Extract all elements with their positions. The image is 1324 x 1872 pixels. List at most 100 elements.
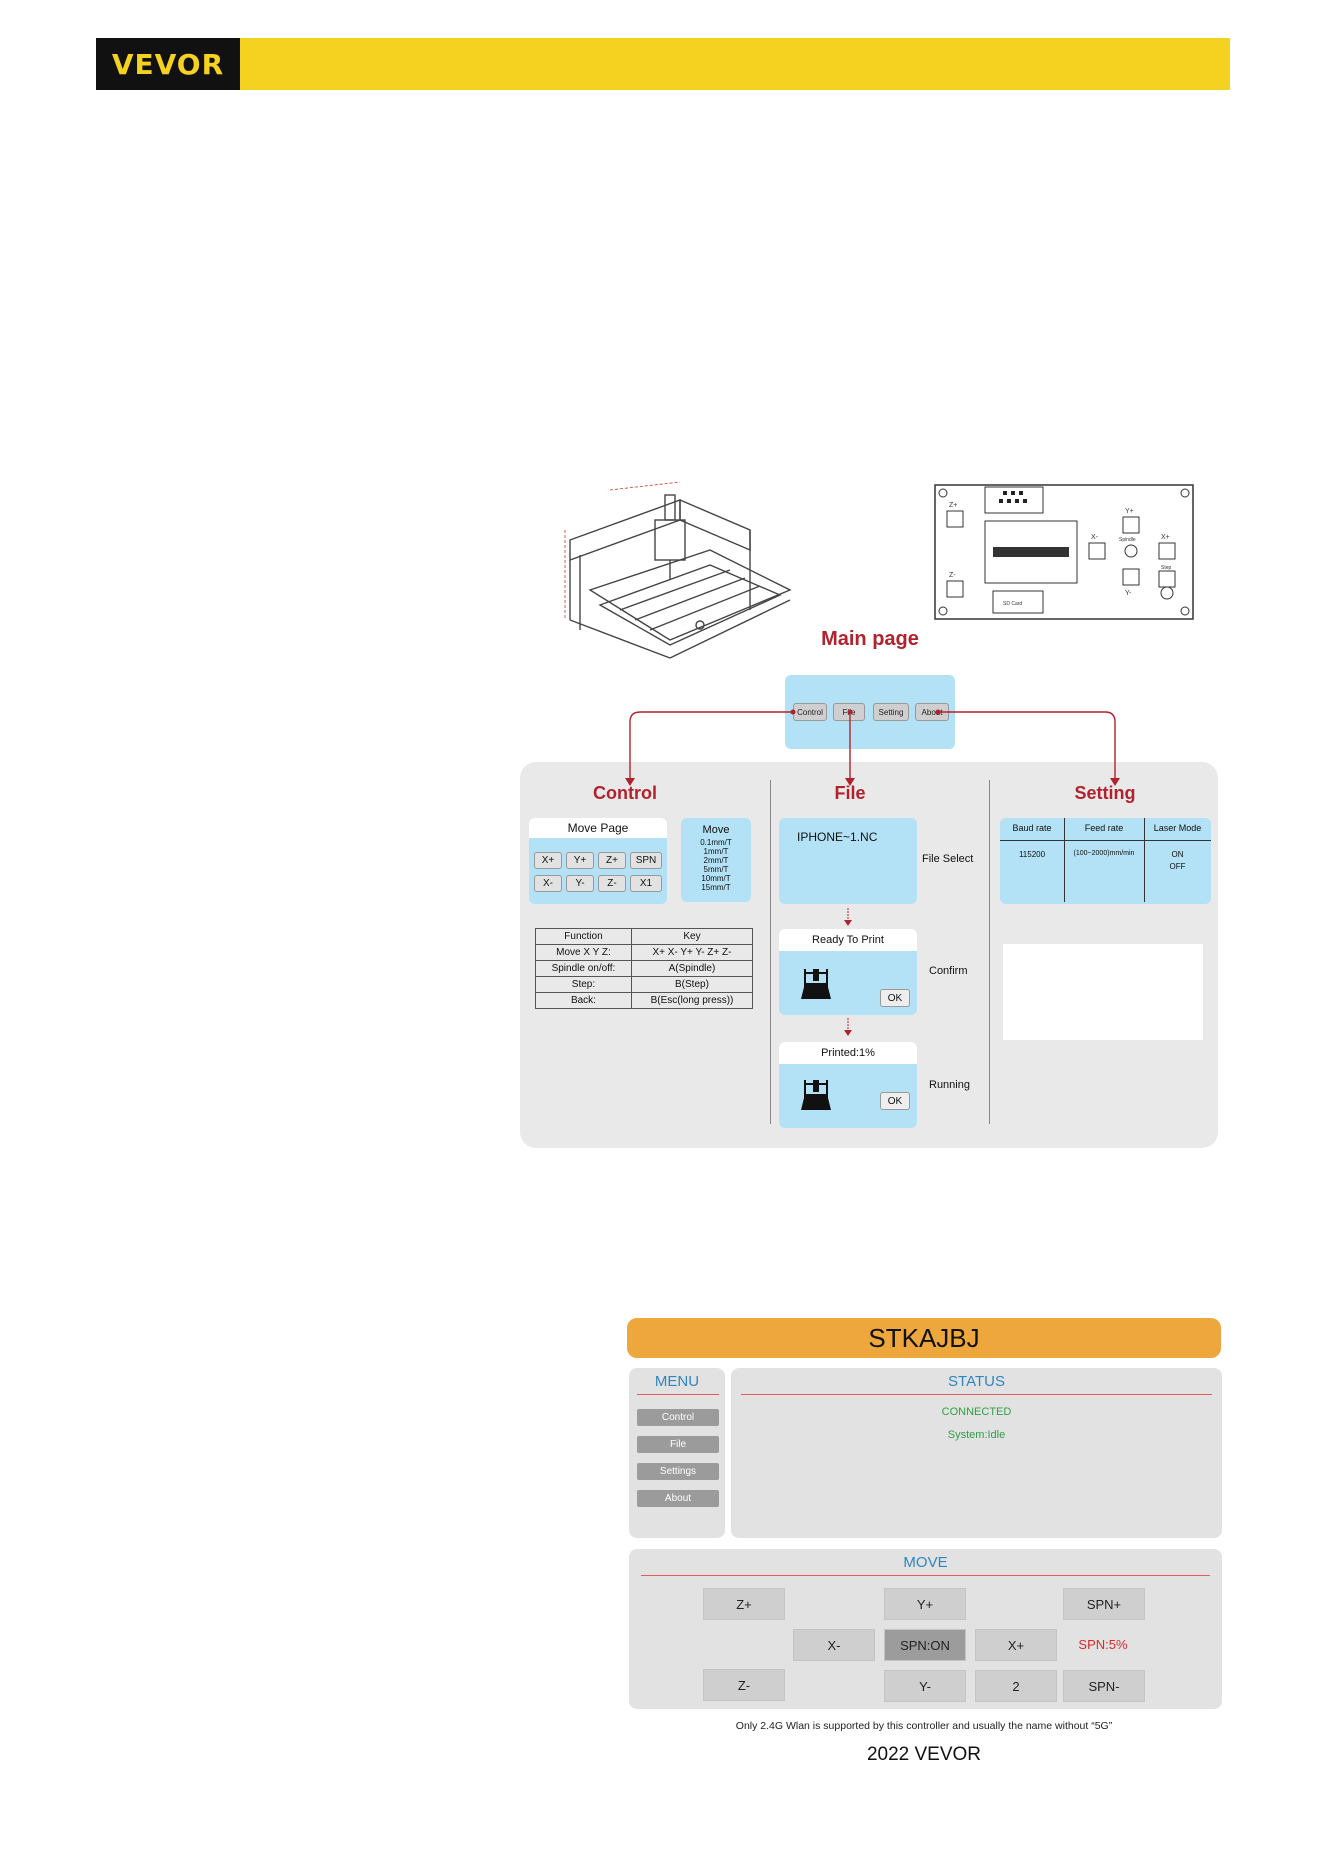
main-nav-control[interactable]: Control <box>793 703 827 721</box>
table-row: Spindle on/off: A(Spindle) <box>535 960 754 977</box>
table-row: Move X Y Z: X+ X- Y+ Y- Z+ Z- <box>535 944 754 961</box>
copyright: 2022 VEVOR <box>866 1744 982 1765</box>
menu-settings-button[interactable]: Settings <box>637 1463 719 1480</box>
file-name[interactable]: IPHONE~1.NC <box>797 830 878 844</box>
laser-on-option[interactable]: ON <box>1171 850 1184 859</box>
spindle-speed-readout: SPN:5% <box>1078 1636 1128 1652</box>
key-spn[interactable]: SPN <box>630 852 662 869</box>
board-label: Spindle <box>1119 537 1136 543</box>
key-x1[interactable]: X1 <box>630 875 662 892</box>
move-page-screen: Move Page X+ Y+ Z+ SPN X- Y- Z- X1 <box>529 818 667 904</box>
board-label: X- <box>1091 534 1099 541</box>
menu-title: MENU <box>654 1373 700 1390</box>
header-band <box>96 38 1230 90</box>
table-cell: Spindle on/off: <box>535 960 632 977</box>
setting-blank-area <box>1003 944 1203 1040</box>
vevor-logo: VEVOR <box>96 38 240 90</box>
spindle-toggle-button[interactable]: SPN:ON <box>884 1629 966 1661</box>
system-status: System:Idle <box>947 1429 1006 1441</box>
ok-button[interactable]: OK <box>880 989 910 1007</box>
y-minus-button[interactable]: Y- <box>884 1670 966 1702</box>
move-speed-item: 10mm/T <box>701 874 731 883</box>
board-label: Y+ <box>1125 508 1134 515</box>
table-cell: Move X Y Z: <box>535 944 632 961</box>
running-screen: Printed:1% OK <box>779 1042 917 1128</box>
menu-file-button[interactable]: File <box>637 1436 719 1453</box>
board-label: Y- <box>1125 590 1132 597</box>
ok-button[interactable]: OK <box>880 1092 910 1110</box>
connection-status: CONNECTED <box>941 1406 1012 1418</box>
key-x-plus[interactable]: X+ <box>534 852 562 869</box>
main-nav-about[interactable]: About <box>915 703 949 721</box>
confirm-title: Ready To Print <box>779 929 917 951</box>
move-speed-item: 5mm/T <box>703 865 729 874</box>
z-minus-button[interactable]: Z- <box>703 1669 785 1701</box>
main-page-menu: Control File Setting About <box>785 675 955 749</box>
setting-screen: Baud rate Feed rate Laser Mode 115200 (1… <box>1000 818 1211 904</box>
z-plus-button[interactable]: Z+ <box>703 1588 785 1620</box>
table-cell: B(Esc(long press)) <box>630 992 754 1009</box>
setting-title: Setting <box>1074 783 1136 803</box>
laser-off-option[interactable]: OFF <box>1169 862 1186 871</box>
table-header: Function <box>535 928 632 945</box>
table-cell: A(Spindle) <box>630 960 754 977</box>
file-title: File <box>834 783 866 803</box>
menu-control-button[interactable]: Control <box>637 1409 719 1426</box>
board-label: Z- <box>949 572 956 579</box>
wlan-note: Only 2.4G Wlan is supported by this cont… <box>735 1720 1113 1732</box>
move-speed-item: 2mm/T <box>703 856 729 865</box>
board-label: Step <box>1161 565 1172 571</box>
status-panel: STATUS CONNECTED System:Idle <box>731 1368 1222 1538</box>
key-y-minus[interactable]: Y- <box>566 875 594 892</box>
move-box-title: Move <box>702 824 730 836</box>
board-label: SD Card <box>1003 601 1022 607</box>
menu-panel: MENU Control File Settings About <box>629 1368 725 1538</box>
running-title: Printed:1% <box>779 1042 917 1064</box>
move-speed-item: 0.1mm/T <box>700 838 732 847</box>
flow-arrows <box>625 709 1120 786</box>
table-header-row: Function Key <box>535 928 754 945</box>
table-cell: Back: <box>535 992 632 1009</box>
x-minus-button[interactable]: X- <box>793 1629 875 1661</box>
move-panel: MOVE Z+ Y+ SPN+ X- SPN:ON X+ SPN:5% Z- Y… <box>629 1549 1222 1709</box>
baud-rate-value[interactable]: 115200 <box>1018 850 1046 859</box>
spn-minus-button[interactable]: SPN- <box>1063 1670 1145 1702</box>
table-header: Key <box>630 928 754 945</box>
move-page-title: Move Page <box>529 818 667 838</box>
table-row: Back: B(Esc(long press)) <box>535 992 754 1009</box>
table-cell: Step: <box>535 976 632 993</box>
web-ui-title: STKAJBJ <box>627 1318 1221 1358</box>
confirm-screen: Ready To Print OK <box>779 929 917 1015</box>
key-z-minus[interactable]: Z- <box>598 875 626 892</box>
y-plus-button[interactable]: Y+ <box>884 1588 966 1620</box>
arrow-down-icon <box>844 1018 852 1036</box>
move-title: MOVE <box>903 1554 948 1571</box>
move-speed-screen: Move 0.1mm/T 1mm/T 2mm/T 5mm/T 10mm/T 15… <box>681 818 751 902</box>
table-row: Step: B(Step) <box>535 976 754 993</box>
file-select-label: File Select <box>922 853 974 865</box>
spn-plus-button[interactable]: SPN+ <box>1063 1588 1145 1620</box>
move-speed-item: 15mm/T <box>701 883 731 892</box>
board-label: X+ <box>1161 534 1170 541</box>
menu-about-button[interactable]: About <box>637 1490 719 1507</box>
printer-icon <box>801 1080 831 1110</box>
main-page-title: Main page <box>821 628 919 650</box>
function-key-table: Function Key Move X Y Z: X+ X- Y+ Y- Z+ … <box>535 928 754 1009</box>
table-cell: X+ X- Y+ Y- Z+ Z- <box>630 944 754 961</box>
control-title: Control <box>593 783 657 803</box>
status-title: STATUS <box>948 1373 1005 1390</box>
controller-board-illustration: Z+ Z- Y+ Y- X- X+ Spindle Step SD Card <box>934 484 1194 620</box>
running-label: Running <box>929 1079 970 1091</box>
column-divider <box>989 780 990 1124</box>
key-x-minus[interactable]: X- <box>534 875 562 892</box>
board-label: Z+ <box>949 502 957 509</box>
main-nav-setting[interactable]: Setting <box>873 703 909 721</box>
x-plus-button[interactable]: X+ <box>975 1629 1057 1661</box>
key-z-plus[interactable]: Z+ <box>598 852 626 869</box>
column-divider <box>770 780 771 1124</box>
key-y-plus[interactable]: Y+ <box>566 852 594 869</box>
confirm-label: Confirm <box>929 965 968 977</box>
step-size-button[interactable]: 2 <box>975 1670 1057 1702</box>
feed-rate-value[interactable]: (100~2000)mm/min <box>1073 850 1135 857</box>
setting-header-laser: Laser Mode <box>1153 823 1202 833</box>
